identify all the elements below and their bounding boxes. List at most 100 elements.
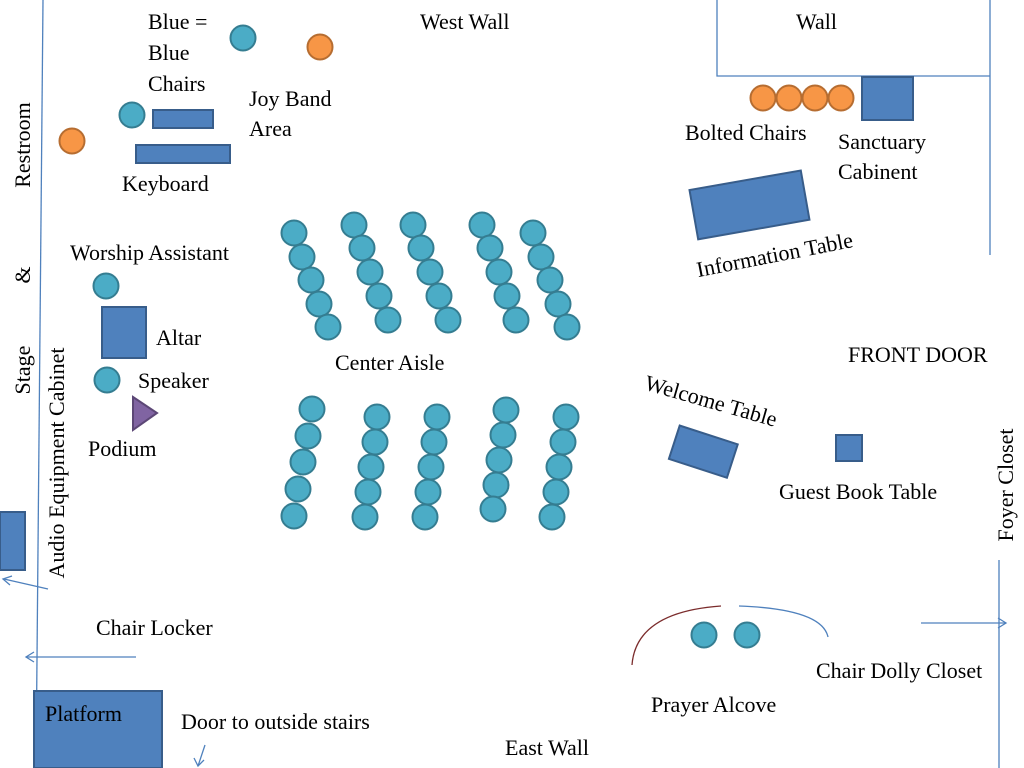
- keyboard-label: Keyboard: [122, 171, 209, 196]
- sanctuary-chair-33: [357, 453, 385, 481]
- sanctuary-chair-32: [361, 428, 389, 456]
- bolted-chair-1: [749, 84, 777, 112]
- sanctuary-chair-28: [289, 448, 317, 476]
- sanctuary-chair-1: [280, 219, 308, 247]
- legend-line-2: Blue: [148, 40, 190, 65]
- sanctuary-chair-17: [476, 234, 504, 262]
- restroom-orange-chair: [58, 127, 86, 155]
- sanctuary-chair-20: [502, 306, 530, 334]
- sanctuary-chair-21: [519, 219, 547, 247]
- sanctuary-chair-5: [314, 313, 342, 341]
- sanctuary-chair-35: [351, 503, 379, 531]
- joy-band-bench: [152, 109, 214, 129]
- sanctuary-chair-30: [280, 502, 308, 530]
- alcove-right-arc: [738, 605, 829, 638]
- sanctuary-chair-45: [479, 495, 507, 523]
- welcome-table-label: Welcome Table: [642, 370, 780, 432]
- sanctuary-chair-4: [305, 290, 333, 318]
- chair-locker-arrow-icon: [24, 651, 136, 663]
- sanctuary-chair-23: [536, 266, 564, 294]
- sanctuary-chair-50: [538, 503, 566, 531]
- worship-assistant-label: Worship Assistant: [70, 240, 229, 265]
- labels: Blue = Blue Chairs West Wall Wall Joy Ba…: [10, 9, 1018, 760]
- sanctuary-cabinet-label-2: Cabinent: [838, 159, 917, 184]
- altar-label: Altar: [156, 325, 202, 350]
- sanctuary-chair-19: [493, 282, 521, 310]
- restroom-label: Restroom: [10, 102, 35, 188]
- outside-stairs-arrow-icon: [193, 744, 206, 768]
- sanctuary-chair-7: [348, 234, 376, 262]
- legend-chair: [229, 24, 257, 52]
- sanctuary-chair-43: [485, 446, 513, 474]
- sanctuary-chair-13: [416, 258, 444, 286]
- furniture: [0, 76, 914, 768]
- sanctuary-chair-8: [356, 258, 384, 286]
- sanctuary-chair-40: [411, 503, 439, 531]
- chair-dolly-arrow-icon: [921, 617, 1008, 629]
- prayer-alcove-arcs: [631, 605, 829, 666]
- sanctuary-chair-24: [544, 290, 572, 318]
- sanctuary-chair-22: [527, 243, 555, 271]
- sanctuary-chair-29: [284, 475, 312, 503]
- foyer-closet-label: Foyer Closet: [993, 428, 1018, 541]
- ampersand-label: &: [10, 266, 35, 283]
- audio-equipment-cabinet-box: [0, 511, 26, 571]
- east-wall-label: East Wall: [505, 735, 589, 760]
- chairs: [58, 24, 855, 649]
- sanctuary-chair-37: [420, 428, 448, 456]
- sanctuary-chair-25: [553, 313, 581, 341]
- altar-table: [101, 306, 147, 359]
- sanctuary-chair-26: [298, 395, 326, 423]
- legend-line-1: Blue =: [148, 9, 207, 34]
- sanctuary-cabinet: [861, 76, 914, 121]
- sanctuary-chair-12: [407, 234, 435, 262]
- left-wall-line: [35, 0, 44, 768]
- worship-assistant-chair: [92, 272, 120, 300]
- west-wall-label: West Wall: [420, 9, 510, 34]
- front-door-label: FRONT DOOR: [848, 342, 988, 367]
- guest-book-table: [835, 434, 863, 462]
- door-arrows: [1, 575, 1008, 768]
- bolted-chair-4: [827, 84, 855, 112]
- sanctuary-chair-46: [552, 403, 580, 431]
- sanctuary-chair-38: [417, 453, 445, 481]
- sanctuary-chair-39: [414, 478, 442, 506]
- prayer-alcove-label: Prayer Alcove: [651, 692, 776, 717]
- welcome-table: [667, 424, 739, 479]
- platform-label: Platform: [45, 701, 122, 726]
- prayer-alcove-chair-2: [733, 621, 761, 649]
- bolted-chair-2: [775, 84, 803, 112]
- top-right-wall-outline: [716, 0, 990, 77]
- sanctuary-chair-27: [294, 422, 322, 450]
- sanctuary-chair-9: [365, 282, 393, 310]
- sanctuary-chair-31: [363, 403, 391, 431]
- podium-icon: [132, 395, 159, 432]
- sanctuary-chair-2: [288, 243, 316, 271]
- joy-band-area-label-2: Area: [249, 116, 292, 141]
- sanctuary-chair-11: [399, 211, 427, 239]
- sanctuary-chair-48: [545, 453, 573, 481]
- bolted-chair-3: [801, 84, 829, 112]
- speaker-label: Speaker: [138, 368, 210, 393]
- information-table: [688, 169, 811, 241]
- sanctuary-chair-36: [423, 403, 451, 431]
- sanctuary-chair-47: [549, 428, 577, 456]
- prayer-alcove-chair-1: [690, 621, 718, 649]
- sanctuary-chair-3: [297, 266, 325, 294]
- chair-dolly-closet-label: Chair Dolly Closet: [816, 658, 982, 683]
- sanctuary-chair-15: [434, 306, 462, 334]
- guest-book-table-label: Guest Book Table: [779, 479, 937, 504]
- keyboard-table: [135, 144, 231, 164]
- sanctuary-chair-16: [468, 211, 496, 239]
- sanctuary-chair-42: [489, 421, 517, 449]
- left-door-arrow-icon: [1, 575, 49, 590]
- door-to-outside-stairs-label: Door to outside stairs: [181, 709, 370, 734]
- stage-label: Stage: [10, 346, 35, 395]
- alcove-left-arc: [631, 605, 722, 666]
- center-aisle-label: Center Aisle: [335, 350, 444, 375]
- sanctuary-chair-41: [492, 396, 520, 424]
- platform-box: [33, 690, 163, 768]
- joy-band-orange-chair: [306, 33, 334, 61]
- sanctuary-chair-10: [374, 306, 402, 334]
